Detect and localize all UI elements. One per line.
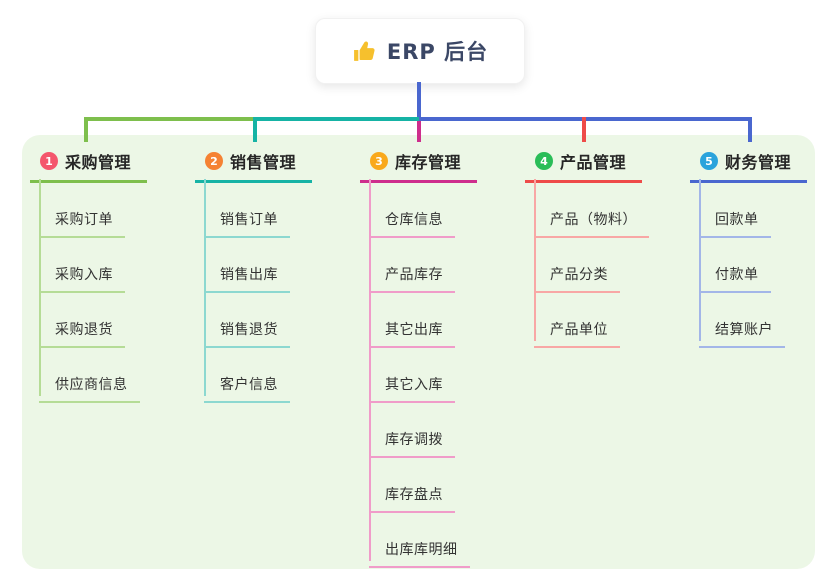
child-node[interactable]: 供应商信息 bbox=[39, 364, 140, 403]
child-node[interactable]: 产品单位 bbox=[534, 309, 620, 348]
child-node[interactable]: 出库库明细 bbox=[369, 529, 470, 568]
branch-rail-line bbox=[369, 179, 371, 561]
child-node[interactable]: 回款单 bbox=[699, 199, 771, 238]
child-node[interactable]: 销售订单 bbox=[204, 199, 290, 238]
branch-node-5[interactable]: 5 财务管理 bbox=[690, 147, 808, 183]
connector-drop-line bbox=[417, 121, 421, 142]
branch-rail-line bbox=[699, 179, 701, 341]
child-node[interactable]: 其它入库 bbox=[369, 364, 455, 403]
mindmap-panel bbox=[22, 135, 815, 569]
child-node[interactable]: 采购订单 bbox=[39, 199, 125, 238]
branch-title: 财务管理 bbox=[725, 153, 792, 172]
child-node[interactable]: 销售退货 bbox=[204, 309, 290, 348]
child-node[interactable]: 其它出库 bbox=[369, 309, 455, 348]
root-node[interactable]: ERP 后台 bbox=[315, 18, 525, 84]
child-node[interactable]: 库存调拨 bbox=[369, 419, 455, 458]
connector-line bbox=[253, 117, 419, 121]
branch-title: 销售管理 bbox=[230, 153, 297, 172]
child-node[interactable]: 客户信息 bbox=[204, 364, 290, 403]
branch-title: 库存管理 bbox=[395, 153, 462, 172]
connector-drop-line bbox=[84, 117, 88, 142]
branch-number-badge: 2 bbox=[205, 152, 223, 170]
connector-drop-line bbox=[253, 117, 257, 142]
branch-node-4[interactable]: 4 产品管理 bbox=[525, 147, 643, 183]
child-node[interactable]: 仓库信息 bbox=[369, 199, 455, 238]
branch-number-badge: 4 bbox=[535, 152, 553, 170]
branch-node-3[interactable]: 3 库存管理 bbox=[360, 147, 478, 183]
branch-rail-line bbox=[534, 179, 536, 341]
child-node[interactable]: 产品库存 bbox=[369, 254, 455, 293]
branch-title: 采购管理 bbox=[65, 153, 132, 172]
child-node[interactable]: 销售出库 bbox=[204, 254, 290, 293]
branch-title: 产品管理 bbox=[560, 153, 627, 172]
branch-number-badge: 1 bbox=[40, 152, 58, 170]
connector-drop-line bbox=[582, 117, 586, 142]
child-node[interactable]: 产品（物料） bbox=[534, 199, 649, 238]
root-title: ERP 后台 bbox=[386, 40, 489, 64]
branch-node-2[interactable]: 2 销售管理 bbox=[195, 147, 313, 183]
branch-rail-line bbox=[39, 179, 41, 396]
thumbs-up-icon bbox=[353, 40, 375, 61]
connector-line bbox=[84, 117, 255, 121]
child-node[interactable]: 结算账户 bbox=[699, 309, 785, 348]
child-node[interactable]: 采购退货 bbox=[39, 309, 125, 348]
branch-rail-line bbox=[204, 179, 206, 396]
child-node[interactable]: 付款单 bbox=[699, 254, 771, 293]
branch-number-badge: 5 bbox=[700, 152, 718, 170]
child-node[interactable]: 产品分类 bbox=[534, 254, 620, 293]
child-node[interactable]: 采购入库 bbox=[39, 254, 125, 293]
branch-node-1[interactable]: 1 采购管理 bbox=[30, 147, 148, 183]
connector-drop-line bbox=[748, 117, 752, 142]
branch-number-badge: 3 bbox=[370, 152, 388, 170]
root-stem-line bbox=[417, 82, 421, 121]
child-node[interactable]: 库存盘点 bbox=[369, 474, 455, 513]
